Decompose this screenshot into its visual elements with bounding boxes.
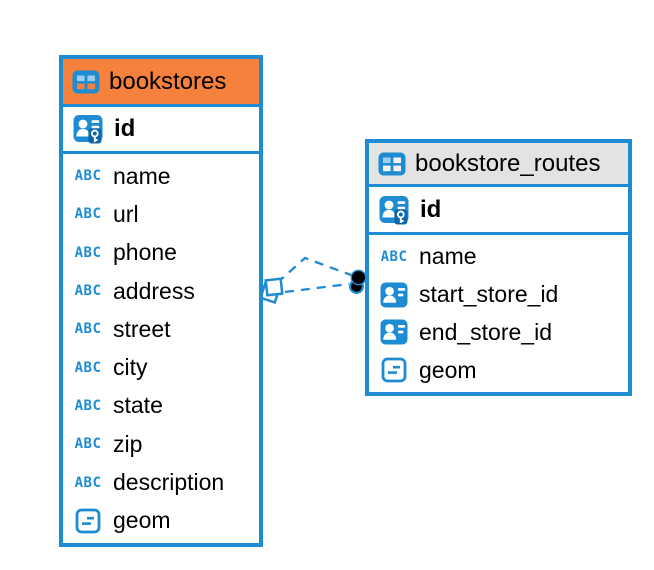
foreign-key-icon [377, 319, 411, 345]
text-type-icon: ABC [74, 474, 102, 491]
primary-key-icon [71, 114, 105, 144]
column-row-start-store-id[interactable]: start_store_id [369, 276, 628, 314]
column-row-address[interactable]: ABC address [63, 272, 259, 310]
column-label: phone [113, 239, 177, 266]
column-row-state[interactable]: ABC state [63, 387, 259, 425]
text-type-icon: ABC [74, 283, 102, 300]
dot-marker [349, 269, 367, 295]
text-type-icon: ABC [74, 321, 102, 338]
column-row-name[interactable]: ABC name [63, 157, 259, 195]
foreign-key-icon [377, 282, 411, 308]
text-type-icon: ABC [74, 436, 102, 453]
table-icon [72, 70, 100, 94]
column-label: geom [419, 356, 477, 383]
text-type-icon: ABC [74, 244, 102, 261]
column-row-street[interactable]: ABC street [63, 310, 259, 348]
object-type-icon [71, 508, 105, 534]
column-label: description [113, 469, 225, 496]
table-bookstore-routes[interactable]: bookstore_routes id ABC name start_store… [365, 139, 632, 396]
relationship-line-upper[interactable] [276, 256, 352, 284]
column-label: start_store_id [419, 281, 559, 308]
column-row-zip[interactable]: ABC zip [63, 425, 259, 463]
column-row-name[interactable]: ABC name [369, 238, 628, 276]
table-bookstore-routes-header[interactable]: bookstore_routes [369, 143, 628, 187]
column-label: state [113, 392, 163, 419]
table-icon [378, 152, 406, 176]
column-row-description[interactable]: ABC description [63, 463, 259, 501]
table-bookstores-columns: ABC name ABC url ABC phone ABC address A… [63, 154, 259, 543]
text-type-icon: ABC [74, 359, 102, 376]
text-type-icon: ABC [74, 397, 102, 414]
column-row-phone[interactable]: ABC phone [63, 234, 259, 272]
column-label: end_store_id [419, 318, 552, 345]
table-bookstores-header[interactable]: bookstores [63, 59, 259, 107]
column-row-city[interactable]: ABC city [63, 348, 259, 386]
column-label: street [113, 315, 171, 342]
relationship-line-lower[interactable] [284, 282, 350, 294]
column-label: id [420, 195, 442, 223]
text-type-icon: ABC [74, 168, 102, 185]
column-label: url [113, 200, 139, 227]
column-label: city [113, 354, 148, 381]
column-label: id [114, 115, 136, 142]
column-row-url[interactable]: ABC url [63, 195, 259, 233]
column-row-id[interactable]: id [369, 187, 628, 235]
table-bookstores[interactable]: bookstores id ABC name ABC url ABC phone… [59, 55, 263, 547]
column-label: name [113, 162, 171, 189]
column-row-geom[interactable]: geom [369, 351, 628, 389]
column-row-end-store-id[interactable]: end_store_id [369, 314, 628, 352]
text-type-icon: ABC [380, 248, 408, 265]
column-row-geom[interactable]: geom [63, 502, 259, 540]
column-label: geom [113, 507, 171, 534]
table-title: bookstores [109, 67, 227, 95]
text-type-icon: ABC [74, 206, 102, 223]
column-label: zip [113, 430, 143, 457]
object-type-icon [377, 357, 411, 383]
column-row-id[interactable]: id [63, 107, 259, 154]
diamond-marker [258, 277, 284, 305]
table-bookstore-routes-columns: ABC name start_store_id end_store_id ge [369, 235, 628, 392]
table-title: bookstore_routes [415, 149, 601, 177]
column-label: address [113, 277, 195, 304]
primary-key-icon [377, 195, 411, 225]
column-label: name [419, 243, 477, 270]
